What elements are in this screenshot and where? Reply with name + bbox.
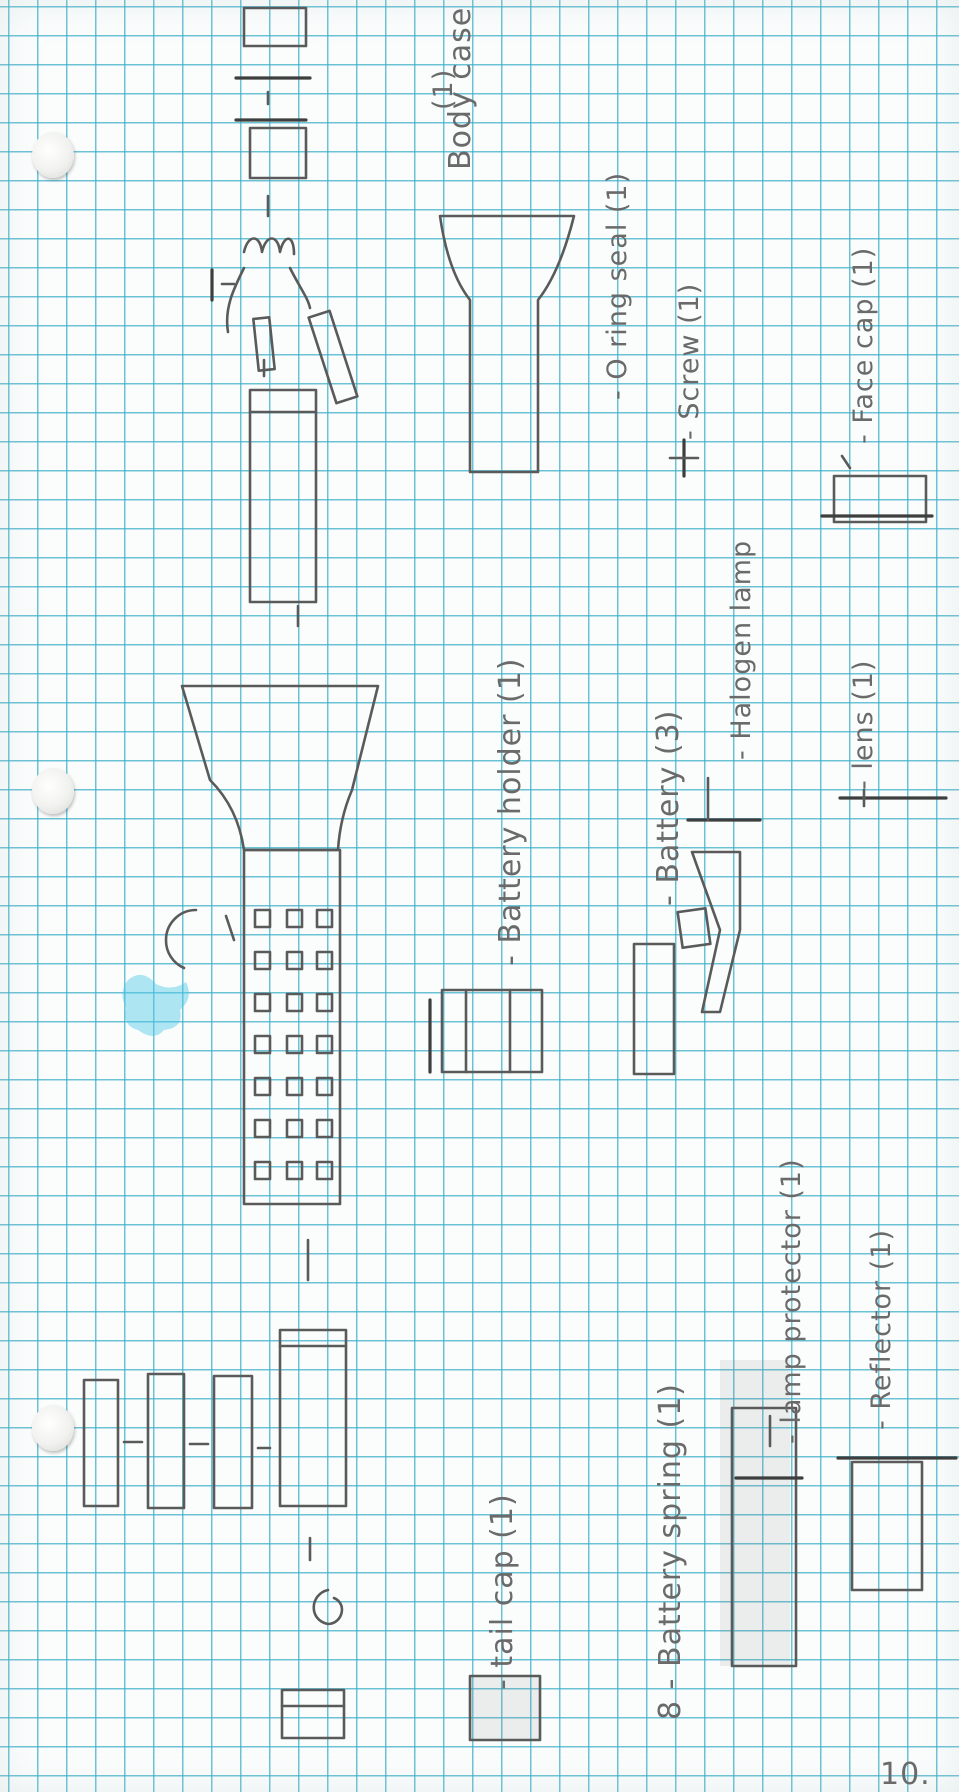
grip-square <box>317 1036 332 1053</box>
grip-square <box>317 1120 332 1137</box>
battery-holder-label: - Battery holder (1) <box>493 657 528 966</box>
grip-square <box>317 1078 332 1095</box>
grip-square <box>287 1162 302 1179</box>
reflector-label: - Reflector (1) <box>866 1229 897 1430</box>
grip-square <box>255 994 270 1011</box>
lens-label: - lens (1) <box>848 660 879 790</box>
screw-part-sketch <box>670 440 698 476</box>
grip-square <box>255 1036 270 1053</box>
halogen-lamp-label: - Halogen lamp <box>726 540 757 760</box>
grip-square <box>255 1078 270 1095</box>
tail-cap-rings-sketch <box>84 1240 540 1740</box>
grip-square <box>287 1036 302 1053</box>
screw-label: - Screw (1) <box>674 283 705 440</box>
grip-square <box>317 952 332 969</box>
body-case-qty: (1) <box>428 69 459 110</box>
grip-square <box>287 1120 302 1137</box>
grip-square <box>255 910 270 927</box>
body-grip-squares <box>255 910 332 1179</box>
grip-square <box>317 1162 332 1179</box>
blue-stain <box>122 975 188 1036</box>
reflector-sketch <box>720 1360 956 1666</box>
grip-square <box>287 952 302 969</box>
lamp-protector-label: - lamp protector (1) <box>776 1158 807 1444</box>
page-number: 10. <box>880 1757 931 1792</box>
grip-square <box>255 1120 270 1137</box>
o-ring-seal-label: - O ring seal (1) <box>602 172 633 400</box>
tail-cap-label: - tail cap (1) <box>485 1493 520 1690</box>
grip-square <box>287 1078 302 1095</box>
grip-square <box>317 994 332 1011</box>
face-cap-label: - Face cap (1) <box>848 247 879 444</box>
grip-square <box>255 952 270 969</box>
lens-sketch <box>840 790 946 806</box>
grip-square <box>287 910 302 927</box>
face-cap-sketch <box>822 456 932 522</box>
battery-label: - Battery (3) <box>651 710 686 906</box>
grip-square <box>287 994 302 1011</box>
top-assembly-sketch <box>166 8 378 1204</box>
grip-square <box>255 1162 270 1179</box>
grip-square <box>317 910 332 927</box>
battery-spring-label: 8 - Battery spring (1) <box>653 1383 688 1720</box>
